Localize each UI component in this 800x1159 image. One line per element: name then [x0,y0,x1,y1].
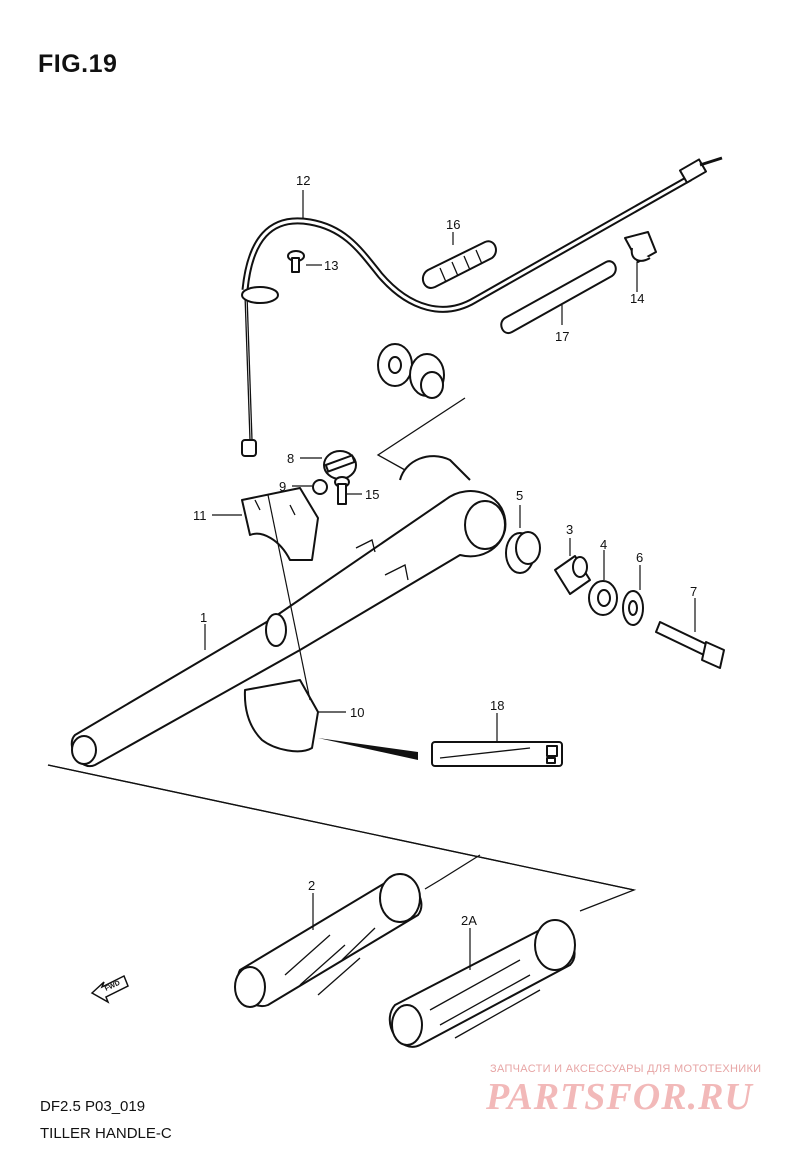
callout-2a: 2A [461,913,477,928]
callout-14: 14 [630,291,644,306]
grip-2a [388,919,576,1048]
figure-title: FIG.19 [38,50,118,78]
washer-4 [588,580,618,616]
outline-connector-b [424,879,441,890]
callout-10: 10 [350,705,364,720]
callout-1: 1 [200,610,207,625]
nut-9 [312,479,328,495]
knob-8 [323,450,357,480]
callout-17: 17 [555,329,569,344]
callout-7: 7 [690,584,697,599]
washer-6 [622,590,644,626]
fwd-arrow-icon: FWD [90,974,129,1004]
bolt-15 [334,476,350,505]
callout-11: 11 [193,508,207,523]
tube-17 [500,260,617,335]
grip-2 [234,873,423,1008]
callout-18: 18 [490,698,504,713]
collar-3 [554,555,591,595]
callout-15: 15 [365,487,379,502]
callout-13: 13 [324,258,338,273]
watermark-logo: PARTSFOR.RU [486,1076,753,1118]
decal-18 [318,738,563,767]
throttle-cable [241,156,723,457]
tiller-arm-1 [70,455,507,768]
callout-6: 6 [636,550,643,565]
screw-13 [287,250,305,273]
washer-top [377,343,413,387]
bracket-lower-10 [243,679,319,753]
outline-connector-a [439,854,481,881]
grommet-16 [421,240,497,289]
callout-8: 8 [287,451,294,466]
bushing-5 [505,531,541,574]
clip-14 [624,231,657,263]
bushing-top [409,353,445,399]
callout-16: 16 [446,217,460,232]
callout-4: 4 [600,537,607,552]
figure-name: TILLER HANDLE-C [40,1125,172,1142]
callout-2: 2 [308,878,315,893]
assembly-outline [47,764,637,912]
callout-3: 3 [566,522,573,537]
watermark-tagline: ЗАПЧАСТИ И АКСЕССУАРЫ ДЛЯ МОТОТЕХНИКИ [490,1063,762,1075]
bolt-7 [655,621,725,669]
callout-9: 9 [279,479,286,494]
figure-code: DF2.5 P03_019 [40,1098,146,1115]
leader-lines [204,190,696,970]
callout-5: 5 [516,488,523,503]
bracket-upper-11 [241,487,319,561]
callout-12: 12 [296,173,310,188]
